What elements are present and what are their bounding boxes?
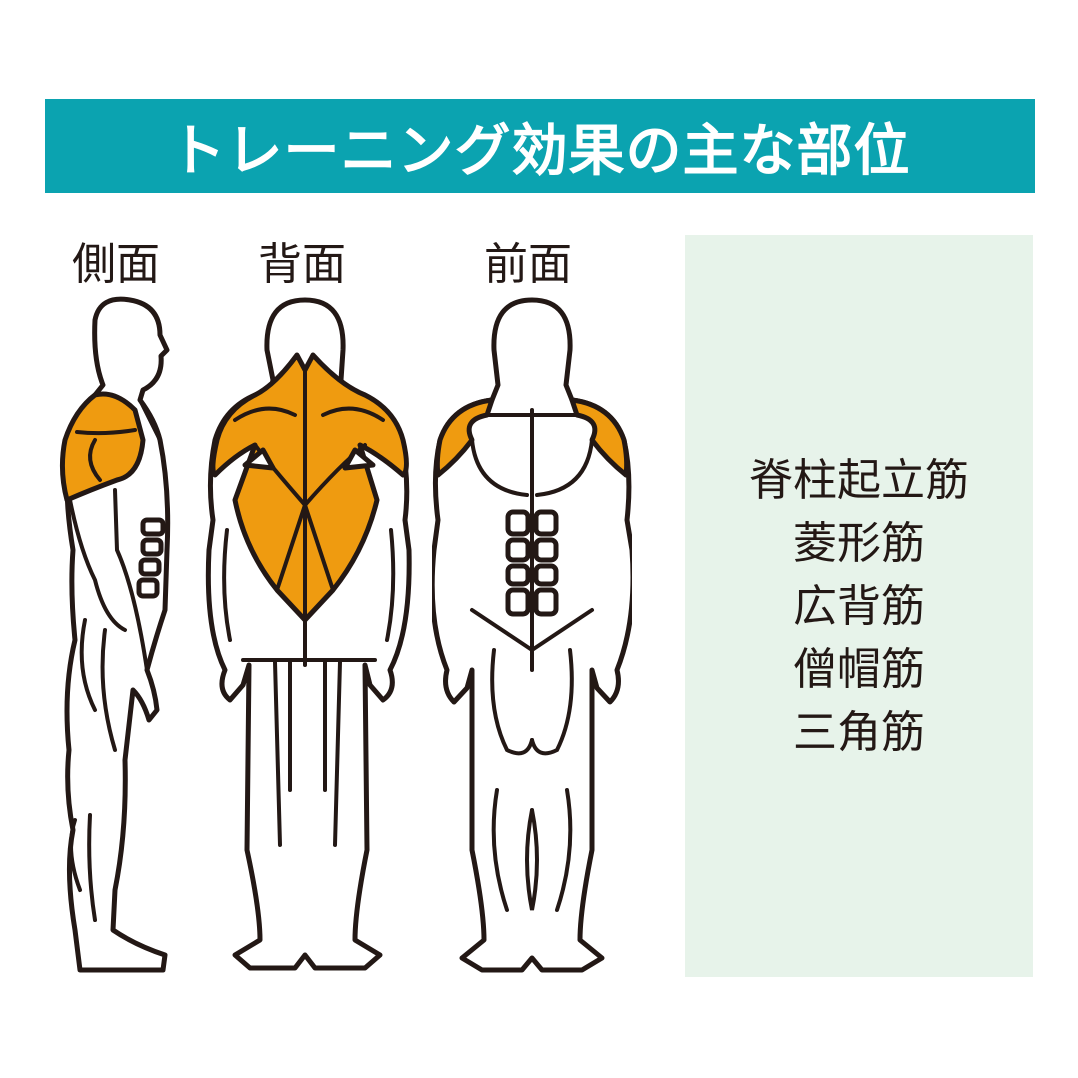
muscle-latissimus-dorsi: 広背筋 bbox=[793, 580, 925, 632]
muscle-list: 脊柱起立筋 菱形筋 広背筋 僧帽筋 三角筋 bbox=[749, 449, 969, 764]
view-label-back: 背面 bbox=[258, 239, 346, 290]
view-label-side: 側面 bbox=[72, 239, 160, 290]
title-banner: トレーニング効果の主な部位 bbox=[45, 99, 1035, 193]
side-view-figure bbox=[59, 296, 171, 973]
muscle-rhomboid: 菱形筋 bbox=[793, 517, 925, 569]
back-view-figure bbox=[205, 297, 412, 971]
muscle-erector-spinae: 脊柱起立筋 bbox=[749, 454, 969, 506]
view-label-front: 前面 bbox=[484, 239, 572, 290]
muscle-deltoid: 三角筋 bbox=[793, 706, 925, 758]
muscle-trapezius: 僧帽筋 bbox=[793, 643, 925, 695]
target-muscles-panel: 脊柱起立筋 菱形筋 広背筋 僧帽筋 三角筋 bbox=[685, 235, 1033, 977]
page-title: トレーニング効果の主な部位 bbox=[169, 118, 911, 184]
front-view-figure bbox=[432, 297, 632, 973]
